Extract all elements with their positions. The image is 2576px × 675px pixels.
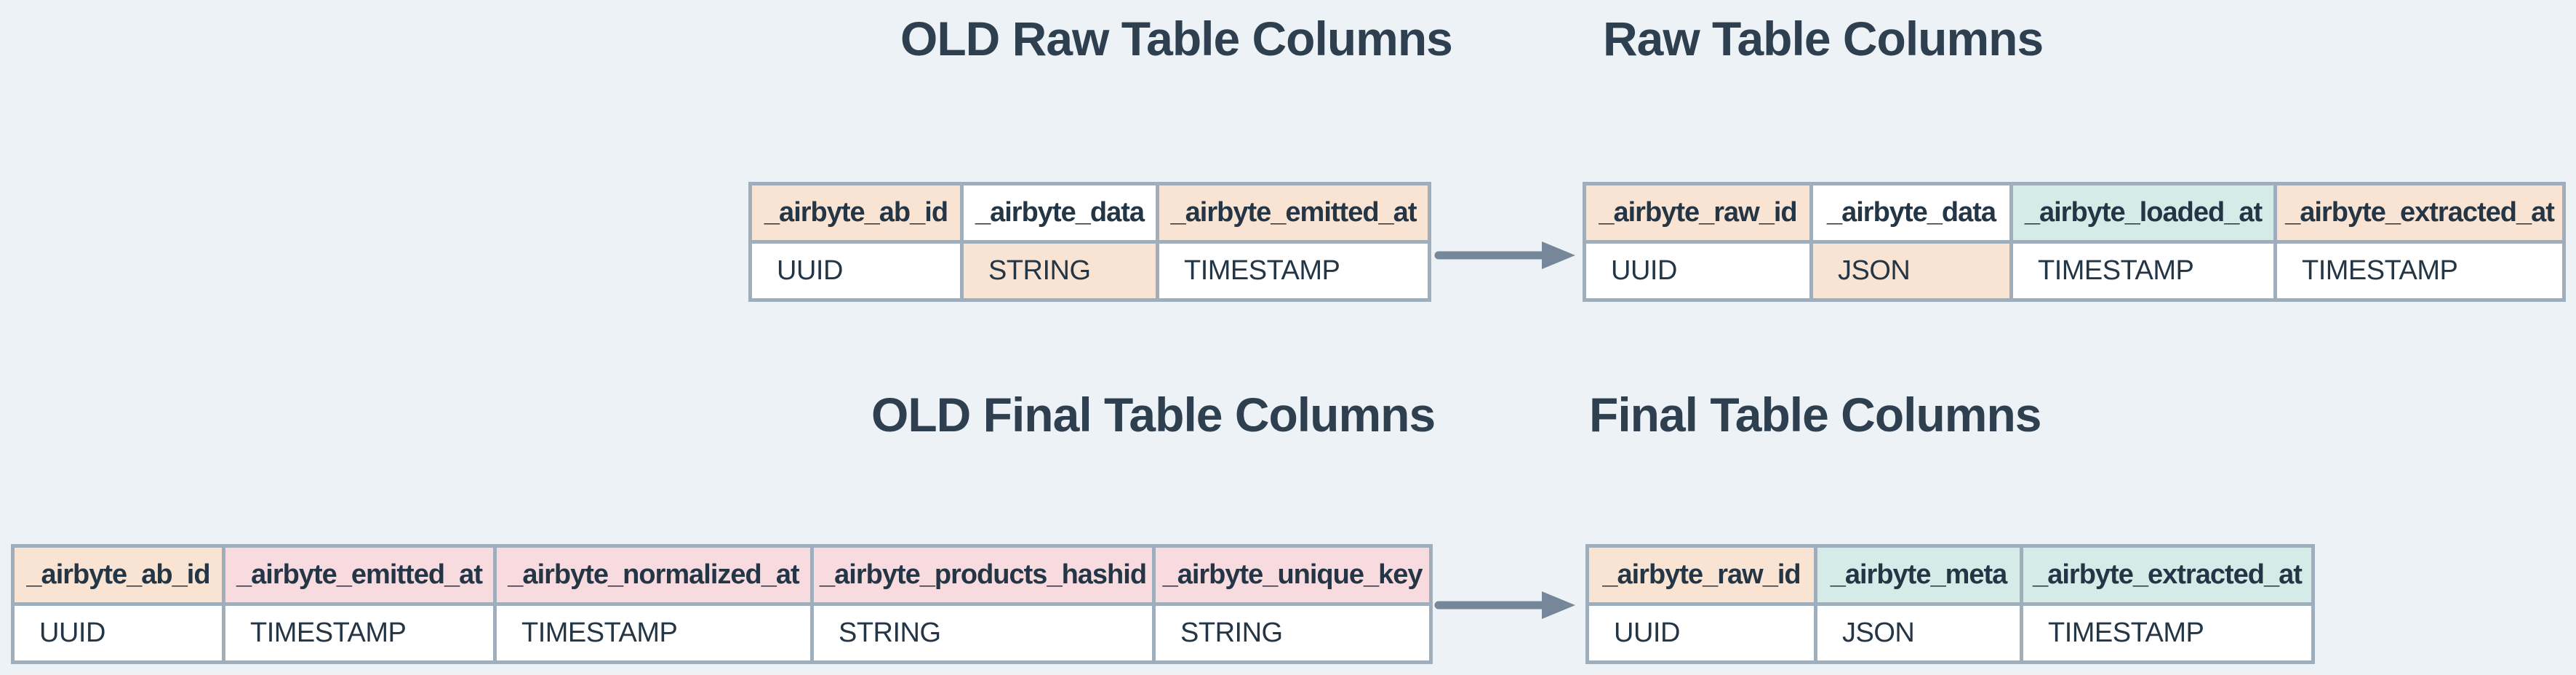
column-header-cell: _airbyte_meta: [1814, 544, 2023, 606]
column-type-cell: UUID: [11, 602, 225, 664]
column-type-cell: JSON: [1809, 240, 2013, 302]
raw-table-title: Raw Table Columns: [1603, 12, 2044, 65]
column-type-cell: TIMESTAMP: [2020, 602, 2315, 664]
column-header-cell: _airbyte_products_hashid: [809, 544, 1156, 606]
old-raw-table: _airbyte_ab_id _airbyte_data _airbyte_em…: [748, 182, 1431, 302]
old-final-table-title: OLD Final Table Columns: [871, 388, 1436, 442]
column-header-cell: _airbyte_raw_id: [1583, 182, 1813, 244]
column-header-cell: _airbyte_normalized_at: [493, 544, 814, 606]
arrow-head: [1542, 591, 1575, 619]
column-type-cell: TIMESTAMP: [493, 602, 814, 664]
column-type-cell: UUID: [1585, 602, 1817, 664]
column-type-cell: TIMESTAMP: [2273, 240, 2566, 302]
header-row: _airbyte_raw_id _airbyte_meta _airbyte_e…: [1585, 544, 2315, 606]
column-type-cell: UUID: [1583, 240, 1813, 302]
column-type-cell: STRING: [1152, 602, 1433, 664]
header-row: _airbyte_raw_id _airbyte_data _airbyte_l…: [1583, 182, 2566, 244]
old-raw-table-title: OLD Raw Table Columns: [900, 12, 1453, 65]
column-type-cell: UUID: [748, 240, 964, 302]
old-final-to-final-arrow-icon: [1434, 591, 1575, 619]
arrow-head: [1542, 241, 1575, 269]
column-type-cell: TIMESTAMP: [2009, 240, 2277, 302]
column-type-cell: STRING: [960, 240, 1159, 302]
column-header-cell: _airbyte_loaded_at: [2009, 182, 2277, 244]
raw-table: _airbyte_raw_id _airbyte_data _airbyte_l…: [1583, 182, 2566, 302]
column-header-cell: _airbyte_raw_id: [1585, 544, 1817, 606]
final-table-title: Final Table Columns: [1589, 388, 2042, 442]
column-header-cell: _airbyte_ab_id: [748, 182, 964, 244]
header-row: _airbyte_ab_id _airbyte_emitted_at _airb…: [11, 544, 1433, 606]
old-raw-to-raw-arrow-icon: [1434, 241, 1575, 269]
column-header-cell: _airbyte_ab_id: [11, 544, 225, 606]
type-row: UUID TIMESTAMP TIMESTAMP STRING STRING: [11, 602, 1433, 664]
column-header-cell: _airbyte_unique_key: [1152, 544, 1433, 606]
column-header-cell: _airbyte_data: [960, 182, 1159, 244]
column-type-cell: STRING: [809, 602, 1156, 664]
column-type-cell: JSON: [1814, 602, 2023, 664]
old-final-table: _airbyte_ab_id _airbyte_emitted_at _airb…: [11, 544, 1433, 664]
type-row: UUID JSON TIMESTAMP: [1585, 602, 2315, 664]
column-header-cell: _airbyte_emitted_at: [222, 544, 497, 606]
column-header-cell: _airbyte_extracted_at: [2020, 544, 2315, 606]
type-row: UUID STRING TIMESTAMP: [748, 240, 1431, 302]
column-header-cell: _airbyte_emitted_at: [1156, 182, 1431, 244]
final-table: _airbyte_raw_id _airbyte_meta _airbyte_e…: [1585, 544, 2315, 664]
header-row: _airbyte_ab_id _airbyte_data _airbyte_em…: [748, 182, 1431, 244]
column-header-cell: _airbyte_data: [1809, 182, 2013, 244]
column-type-cell: TIMESTAMP: [222, 602, 497, 664]
type-row: UUID JSON TIMESTAMP TIMESTAMP: [1583, 240, 2566, 302]
column-header-cell: _airbyte_extracted_at: [2273, 182, 2566, 244]
column-type-cell: TIMESTAMP: [1156, 240, 1431, 302]
